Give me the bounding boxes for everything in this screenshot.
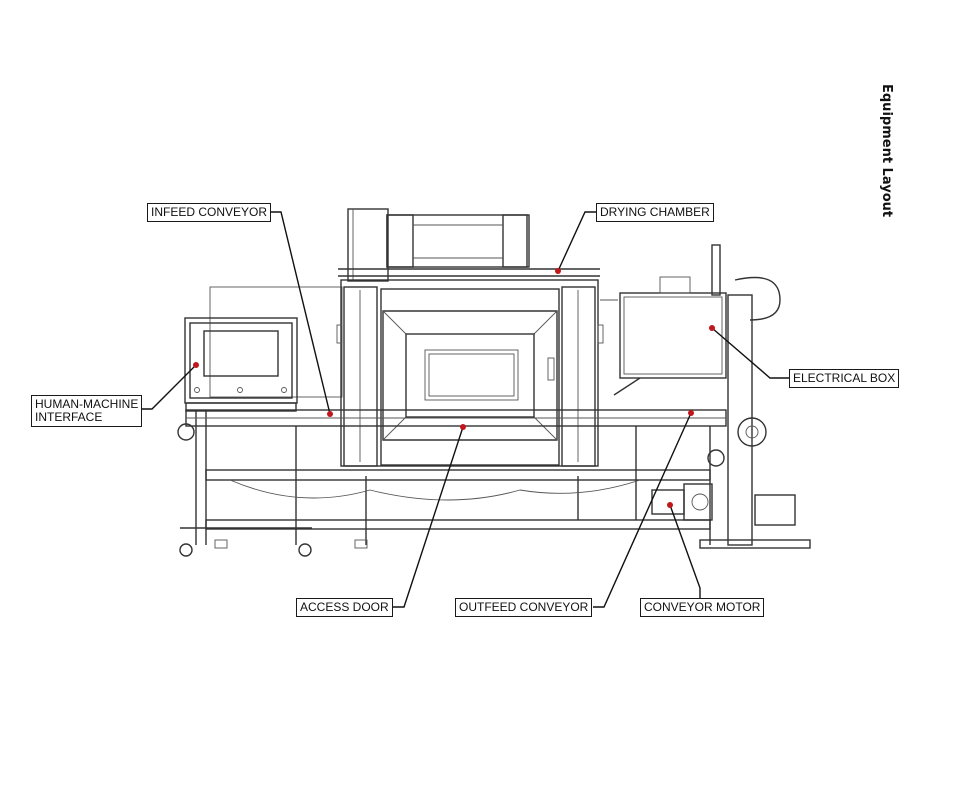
- hmi-panel: [184, 317, 298, 545]
- marker-drying-chamber: [555, 268, 561, 274]
- electrical-box-body: [613, 276, 727, 396]
- marker-electrical-box: [709, 325, 715, 331]
- page-title: Equipment Layout: [879, 84, 894, 218]
- drying-chamber-body: [336, 279, 604, 467]
- base-frame: [179, 426, 711, 557]
- callout-human-machine-interface: HUMAN-MACHINE INTERFACE: [31, 395, 143, 427]
- exhaust-stack: [347, 208, 389, 282]
- top-duct: [338, 214, 600, 277]
- callout-drying-chamber: DRYING CHAMBER: [596, 203, 714, 222]
- marker-infeed-conveyor: [327, 411, 333, 417]
- marker-access-door: [460, 424, 466, 430]
- leader-lines: [141, 211, 789, 608]
- callout-access-door: ACCESS DOOR: [296, 598, 393, 617]
- callout-markers: [193, 268, 715, 508]
- callout-outfeed-conveyor: OUTFEED CONVEYOR: [455, 598, 593, 617]
- callout-electrical-box: ELECTRICAL BOX: [789, 369, 900, 388]
- drive-tower: [699, 244, 811, 549]
- marker-conveyor-motor: [667, 502, 673, 508]
- marker-hmi: [193, 362, 199, 368]
- callout-conveyor-motor: CONVEYOR MOTOR: [640, 598, 765, 617]
- marker-outfeed-conveyor: [688, 410, 694, 416]
- conveyor-motor-body: [651, 483, 713, 521]
- callout-infeed-conveyor: INFEED CONVEYOR: [147, 203, 272, 222]
- conveyor-belt: [177, 409, 727, 441]
